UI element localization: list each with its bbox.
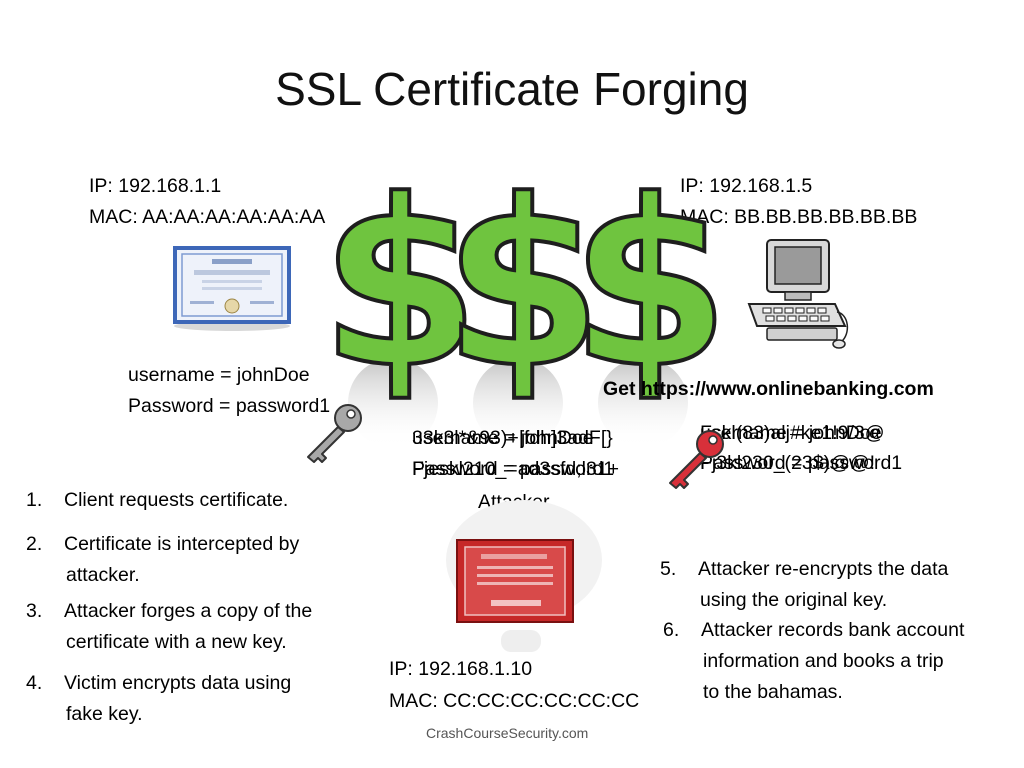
step-text: Client requests certificate. [64,489,289,511]
key-icon [669,430,724,489]
client-username: username = johnDoe [128,364,310,386]
step-number: 1. [26,489,43,511]
step-continuation: certificate with a new key. [66,631,287,653]
step-text: Attacker records bank account [701,619,965,641]
step-text: Certificate is intercepted by [64,533,300,555]
step-number: 4. [26,672,43,694]
step-continuation: fake key. [66,703,143,725]
step-number: 3. [26,600,43,622]
server-cipher-line-2: Fj3kl230_(23$)@@! [700,452,876,474]
step-continuation: using the original key. [700,589,888,611]
step-continuation: attacker. [66,564,140,586]
step-5: 5. Attacker re-encrypts the data using th… [660,554,948,616]
client-mac: MAC: AA:AA:AA:AA:AA:AA [89,206,326,228]
server-plain-line-1: username = johnDoe [700,422,882,444]
svg-text:$: $ [320,152,480,419]
attacker-plain-line-1: username = johnDoe [412,427,594,449]
server-mac: MAC: BB.BB.BB.BB.BB.BB [680,206,918,228]
step-1: 1. Client requests certificate. [26,485,288,516]
dollar-reflection [348,358,688,448]
step-6: 6. Attacker records bank account informat… [663,615,964,708]
svg-text:$: $ [443,152,603,419]
attacker-cipher-line-2: Fjeskl210_=ad3sfd;l31+ [412,458,620,480]
attacker-plain-line-2: Password = password1 [412,458,615,480]
step-number: 5. [660,558,677,580]
step-text: Attacker re-encrypts the data [698,558,949,580]
certificate-icon [173,246,291,331]
computer-icon [747,239,849,349]
server-cipher-line-1: Fskl(83)alj#ke1!9/3@ [700,422,885,444]
svg-text:$: $ [570,152,730,419]
attacker-mac: MAC: CC:CC:CC:CC:CC:CC [389,690,640,712]
step-3: 3. Attacker forges a copy of the certific… [26,596,312,658]
dollar-sign-icon: $ [441,150,605,421]
step-number: 2. [26,533,43,555]
step-4: 4. Victim encrypts data using fake key. [26,668,291,730]
key-icon [307,404,362,463]
step-continuation: information and books a trip [703,650,944,672]
dollar-signs: $ $ $ [318,150,750,421]
attacker-ip: IP: 192.168.1.10 [389,658,533,680]
forged-certificate-icon [446,500,602,652]
dollar-sign-icon: $ [318,150,482,421]
step-text: Attacker forges a copy of the [64,600,313,622]
server-request: Get https://www.onlinebanking.com [603,378,934,400]
client-ip: IP: 192.168.1.1 [89,175,222,197]
step-number: 6. [663,619,680,641]
slide-title: SSL Certificate Forging [275,63,749,115]
footer-credit: CrashCourseSecurity.com [426,725,589,741]
step-text: Victim encrypts data using [64,672,292,694]
server-plain-line-2: Password = password1 [700,452,903,474]
dollar-sign-icon: $ [568,150,732,421]
attacker-cipher-line-1: 33k3l*&93)+|fdh]3adF[} [412,427,613,449]
client-password: Password = password1 [128,395,331,417]
step-2: 2. Certificate is intercepted by attacker… [26,529,299,591]
step-continuation: to the bahamas. [703,681,843,703]
server-ip: IP: 192.168.1.5 [680,175,813,197]
